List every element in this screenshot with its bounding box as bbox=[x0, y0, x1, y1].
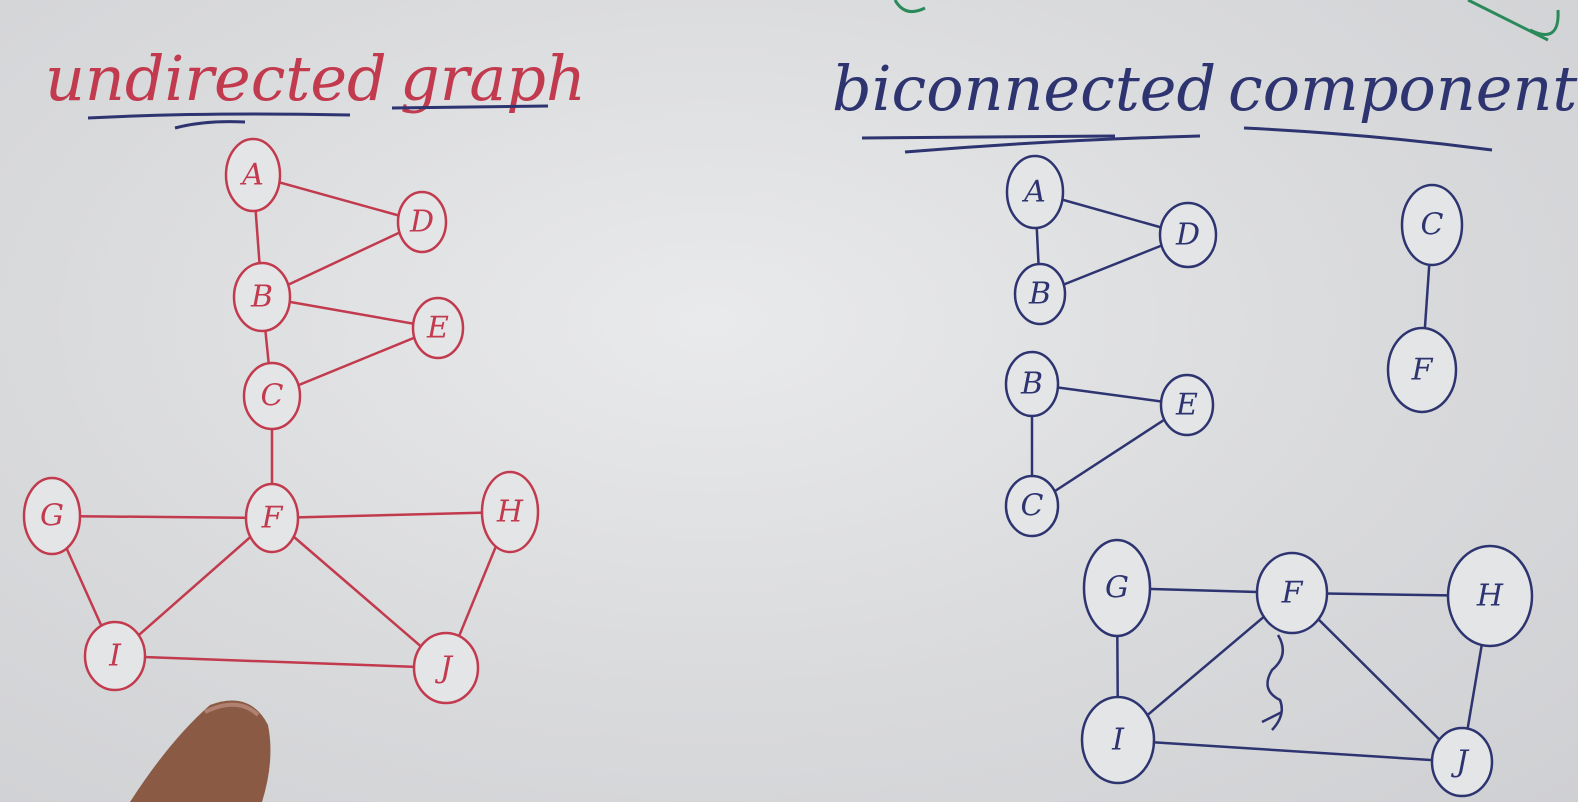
svg-text:I: I bbox=[108, 639, 122, 674]
left-title-underline bbox=[87, 104, 549, 130]
edge-F-J bbox=[271, 517, 447, 669]
node-C: C bbox=[1004, 474, 1060, 538]
svg-text:E: E bbox=[1175, 388, 1198, 423]
component-CF: C F bbox=[1386, 183, 1464, 414]
svg-text:B: B bbox=[1028, 277, 1051, 312]
node-H: H bbox=[1446, 544, 1534, 648]
title-biconnected: biconnected bbox=[832, 52, 1216, 125]
node-F: F bbox=[1386, 326, 1458, 414]
node-G: G bbox=[22, 476, 82, 556]
svg-text:C: C bbox=[1021, 489, 1044, 524]
component-GFHIJ: G F H I J bbox=[1080, 538, 1534, 798]
svg-text:F: F bbox=[261, 501, 284, 536]
node-F: F bbox=[244, 482, 300, 554]
title-components: components bbox=[1228, 52, 1578, 125]
svg-text:H: H bbox=[496, 495, 524, 530]
finger bbox=[130, 700, 271, 802]
node-I: I bbox=[1080, 695, 1156, 785]
left-graph-nodes: A D B E C F G H I J bbox=[22, 137, 540, 705]
node-F: F bbox=[1255, 551, 1329, 635]
node-D: D bbox=[396, 190, 448, 254]
edge-A-D bbox=[252, 173, 423, 224]
svg-text:D: D bbox=[409, 205, 434, 240]
left-title: undirected graph bbox=[45, 42, 586, 115]
edge-C-E bbox=[1031, 403, 1188, 508]
right-title-underline bbox=[861, 126, 1493, 154]
svg-text:G: G bbox=[40, 499, 64, 534]
svg-text:G: G bbox=[1105, 571, 1129, 606]
edge-F-H bbox=[271, 510, 511, 520]
node-J: J bbox=[412, 631, 480, 705]
svg-text:B: B bbox=[250, 280, 273, 315]
edge-B-E bbox=[261, 295, 439, 330]
node-B: B bbox=[232, 261, 292, 333]
node-D: D bbox=[1158, 201, 1218, 269]
svg-text:C: C bbox=[1421, 208, 1444, 243]
edge-F-J bbox=[1291, 592, 1463, 763]
node-J: J bbox=[1430, 726, 1494, 798]
node-A: A bbox=[224, 137, 282, 213]
svg-text:E: E bbox=[426, 311, 449, 346]
node-E: E bbox=[1159, 373, 1215, 437]
edge-G-F bbox=[51, 514, 273, 520]
partial-node-arc bbox=[893, 0, 926, 14]
component-BCE: B C E bbox=[1004, 350, 1215, 538]
right-title: biconnected components bbox=[832, 52, 1578, 125]
svg-text:D: D bbox=[1175, 218, 1200, 253]
svg-text:H: H bbox=[1476, 579, 1504, 614]
node-B: B bbox=[1004, 350, 1060, 418]
partial-node-arc bbox=[1529, 9, 1560, 36]
node-G: G bbox=[1082, 538, 1152, 638]
edge-I-J bbox=[114, 654, 447, 670]
node-H: H bbox=[480, 470, 540, 554]
node-C: C bbox=[242, 361, 302, 431]
node-I: I bbox=[83, 620, 147, 692]
svg-text:I: I bbox=[1111, 723, 1125, 758]
component-ABD: A B D bbox=[1005, 154, 1218, 326]
title-undirected: undirected bbox=[45, 42, 387, 115]
title-graph: graph bbox=[400, 42, 586, 115]
node-E: E bbox=[411, 296, 465, 360]
node-B: B bbox=[1013, 262, 1067, 326]
edge-fragment bbox=[893, 0, 1560, 42]
svg-text:A: A bbox=[1021, 175, 1046, 210]
edge-I-J bbox=[1117, 738, 1463, 764]
svg-text:C: C bbox=[261, 379, 284, 414]
edge-F-I bbox=[114, 517, 273, 657]
svg-text:F: F bbox=[1411, 353, 1434, 388]
svg-text:B: B bbox=[1020, 367, 1043, 402]
cut-mark-tick bbox=[1261, 710, 1283, 724]
cut-mark bbox=[1266, 634, 1285, 731]
svg-text:A: A bbox=[239, 158, 264, 193]
node-A: A bbox=[1005, 154, 1065, 230]
svg-text:F: F bbox=[1281, 576, 1304, 611]
node-C: C bbox=[1400, 183, 1464, 267]
